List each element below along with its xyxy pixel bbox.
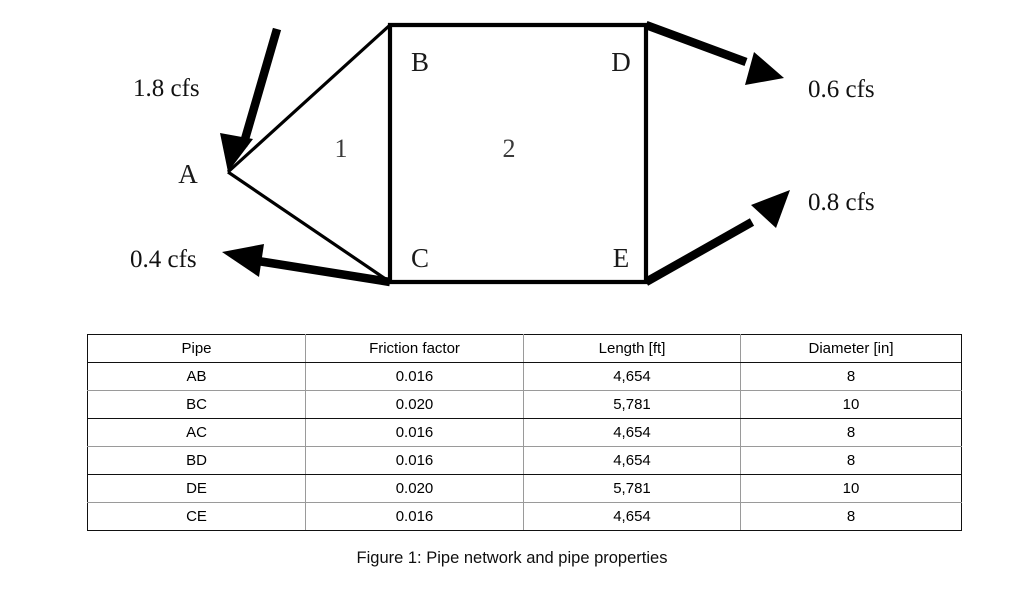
table-header-row: Pipe Friction factor Length [ft] Diamete…	[87, 334, 962, 363]
table-row: BC 0.020 5,781 10	[87, 390, 962, 419]
flow-arrow-outflow-d	[644, 21, 784, 85]
cell-diameter: 8	[740, 446, 962, 475]
figure-caption: Figure 1: Pipe network and pipe properti…	[356, 549, 668, 567]
table-row: CE 0.016 4,654 8	[87, 502, 962, 531]
cell-diameter: 8	[740, 418, 962, 447]
cell-diameter: 8	[740, 362, 962, 391]
cell-diameter: 10	[740, 390, 962, 419]
flow-label-outflow-d: 0.6 cfs	[808, 76, 875, 103]
cell-pipe: AC	[87, 418, 306, 447]
node-label-d: D	[611, 47, 631, 77]
cell-diameter: 10	[740, 474, 962, 503]
cell-friction-factor: 0.016	[305, 418, 524, 447]
table-row: AC 0.016 4,654 8	[87, 418, 962, 447]
flow-label-inflow-a: 1.8 cfs	[133, 75, 200, 102]
table-row: AB 0.016 4,654 8	[87, 362, 962, 391]
table-row: DE 0.020 5,781 10	[87, 474, 962, 503]
column-header-diameter: Diameter [in]	[740, 334, 962, 363]
loop-label-2: 2	[503, 134, 516, 163]
cell-friction-factor: 0.016	[305, 502, 524, 531]
cell-length: 5,781	[523, 474, 741, 503]
pipe-properties-table: Pipe Friction factor Length [ft] Diamete…	[87, 334, 962, 531]
cell-length: 4,654	[523, 446, 741, 475]
column-header-length: Length [ft]	[523, 334, 741, 363]
node-label-e: E	[613, 243, 630, 273]
cell-friction-factor: 0.016	[305, 446, 524, 475]
cell-pipe: BC	[87, 390, 306, 419]
pipe-properties-table-container: Pipe Friction factor Length [ft] Diamete…	[87, 334, 962, 531]
flow-label-outflow-e: 0.8 cfs	[808, 189, 875, 216]
cell-pipe: BD	[87, 446, 306, 475]
table-row: BD 0.016 4,654 8	[87, 446, 962, 475]
node-label-a: A	[178, 159, 198, 189]
flow-arrow-outflow-c	[222, 244, 391, 287]
cell-length: 4,654	[523, 362, 741, 391]
cell-friction-factor: 0.016	[305, 362, 524, 391]
cell-friction-factor: 0.020	[305, 474, 524, 503]
loop-label-1: 1	[335, 134, 348, 163]
flow-arrow-outflow-e	[643, 190, 790, 286]
node-label-b: B	[411, 47, 429, 77]
cell-diameter: 8	[740, 502, 962, 531]
flow-arrow-inflow-a	[220, 27, 282, 172]
pipe-edge-ab	[226, 23, 392, 174]
cell-length: 5,781	[523, 390, 741, 419]
cell-length: 4,654	[523, 418, 741, 447]
cell-pipe: CE	[87, 502, 306, 531]
column-header-friction-factor: Friction factor	[305, 334, 524, 363]
node-label-c: C	[411, 243, 429, 273]
flow-label-outflow-c: 0.4 cfs	[130, 246, 197, 273]
column-header-pipe: Pipe	[87, 334, 306, 363]
cell-pipe: DE	[87, 474, 306, 503]
cell-friction-factor: 0.020	[305, 390, 524, 419]
cell-pipe: AB	[87, 362, 306, 391]
pipe-network-diagram: A B C D E 1 2 1.8 cfs 0.4 cfs 0.6 cfs 0.…	[130, 21, 875, 287]
cell-length: 4,654	[523, 502, 741, 531]
pipe-edge-ac	[227, 170, 391, 284]
